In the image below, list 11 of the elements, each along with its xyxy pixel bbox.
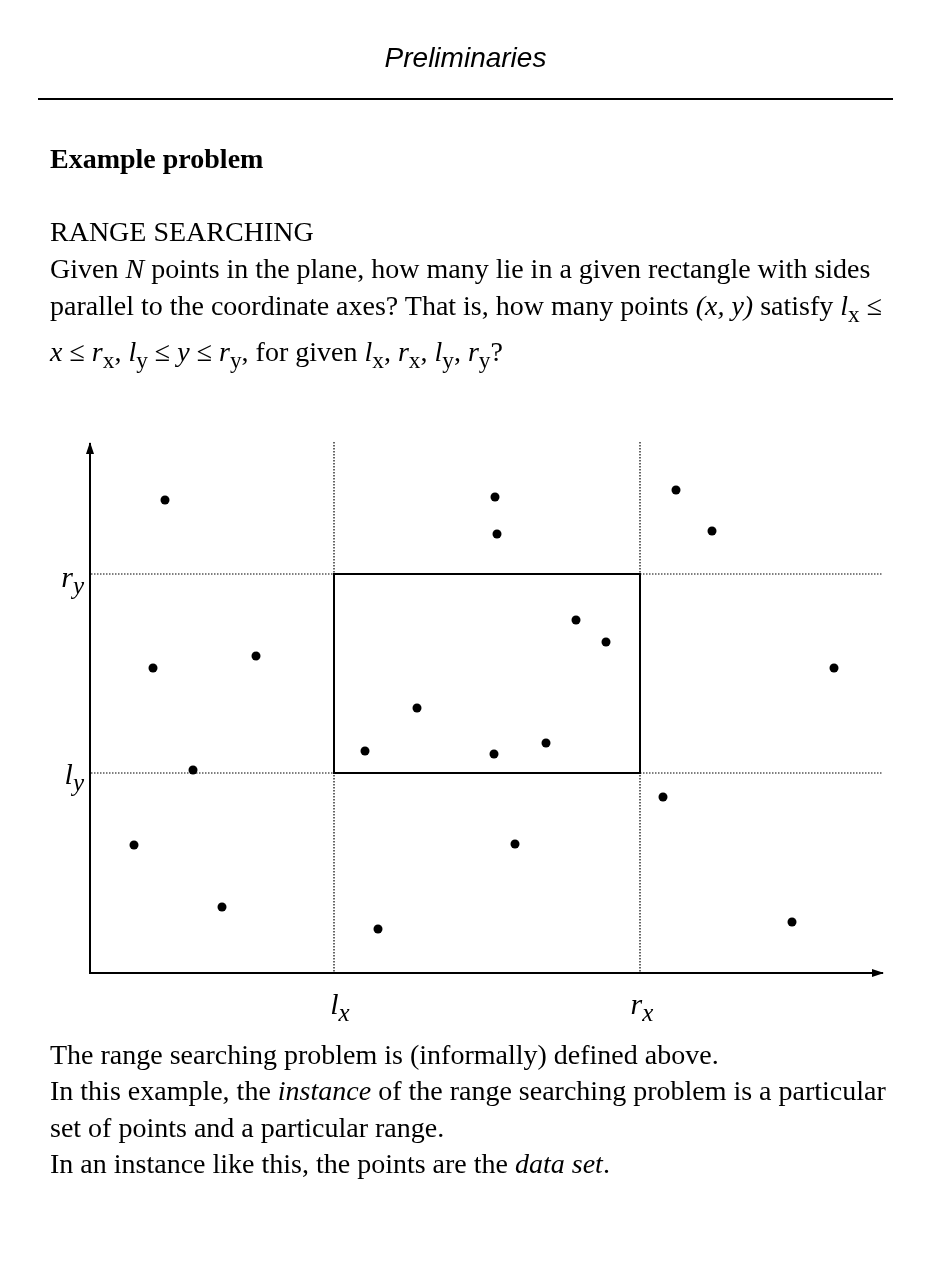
problem-name: RANGE SEARCHING: [50, 215, 315, 249]
axis-label: l$_{x}$: [329, 987, 351, 1028]
page-title: Preliminaries: [383, 41, 548, 75]
section-heading: Example problem: [50, 142, 265, 176]
axis-label: r$_{y}$: [60, 560, 84, 601]
problem-statement: Given N points in the plane, how many lie in a given rectangle with sides parallel to the coordinate axes? That is, how many points (x, y) satisfy l$_{x}$ ≤ x ≤ r$_{x}$, l$_{y}$ ≤ y ≤ r$_{y}$, for given l$_{x}$, r$_{x}$, l$_{y}$, r$_{y}$?: [50, 252, 884, 375]
axis-label: r$_{x}$: [629, 987, 655, 1028]
body-text: In this example, the instance of the range searching problem is a particular set of points and a particular range.: [50, 1074, 887, 1145]
axis-label: l$_{y}$: [63, 757, 84, 798]
body-text: The range searching problem is (informally) defined above.: [50, 1038, 720, 1072]
body-text: In an instance like this, the points are the data set.: [50, 1147, 611, 1181]
